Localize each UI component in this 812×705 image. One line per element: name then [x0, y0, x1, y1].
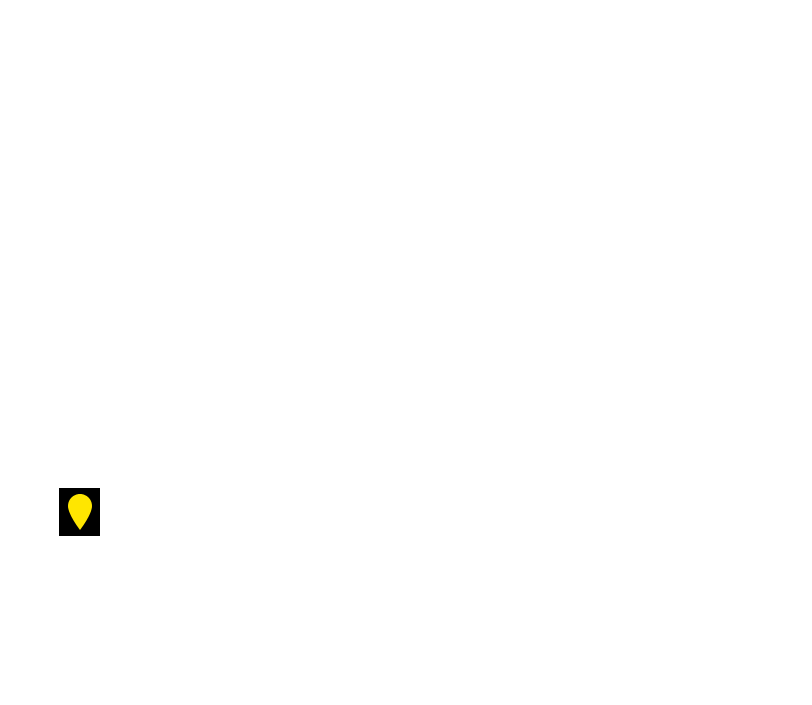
- map-pin-icon: [67, 494, 92, 530]
- map-pin-shape: [67, 494, 92, 530]
- map-marker[interactable]: [59, 488, 100, 536]
